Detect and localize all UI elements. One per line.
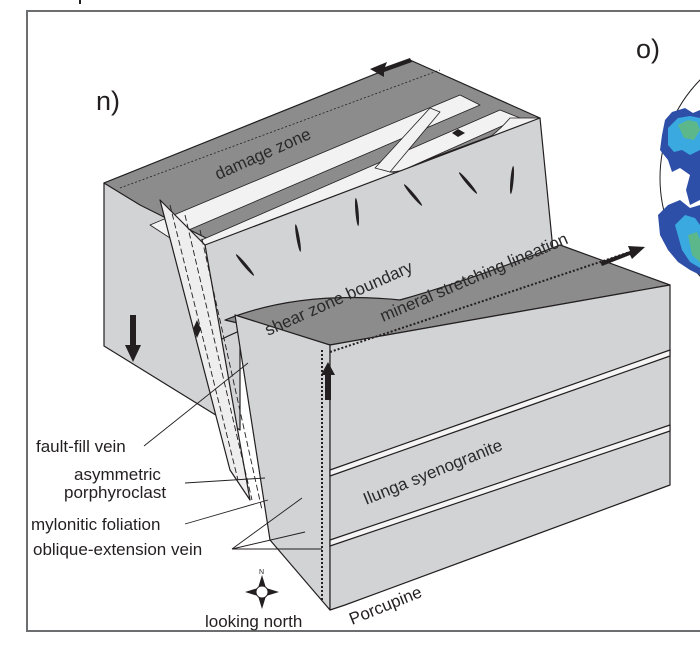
lineation-mark [235, 254, 255, 276]
callout-fault-fill-vein: fault-fill vein [36, 437, 126, 456]
lineation-mark [354, 198, 360, 226]
lineation-mark [403, 184, 423, 206]
callout-mylonitic-foliation: mylonitic foliation [31, 515, 160, 534]
joint-line-upper [329, 349, 671, 477]
joint-line-lower [329, 424, 671, 547]
lineation-mark [458, 172, 478, 194]
up-arrow [321, 362, 335, 400]
left-arrow [370, 58, 412, 77]
panel-label-n: n) [96, 86, 120, 116]
top-vein-branch [374, 107, 441, 173]
stereonet-contour-upper-level3 [678, 120, 700, 140]
panel-label-o: o) [636, 34, 660, 64]
shear-dash-1 [169, 204, 239, 481]
callout-asymmetric: asymmetric [74, 465, 161, 484]
compass-center [255, 585, 269, 599]
top-vein-1 [149, 94, 481, 239]
stereonet-contour-lower-level3 [688, 232, 700, 262]
stretching-lineation-marks [235, 166, 515, 276]
leader-oblique-vein-1 [231, 497, 303, 550]
lineation-mark [509, 166, 515, 194]
block-diagram [103, 58, 671, 611]
damage-zone-dashed-line [119, 69, 441, 189]
left-porphyroclast [193, 320, 201, 338]
right-arrow [600, 246, 645, 266]
callout-oblique-extension-vein: oblique-extension vein [33, 540, 202, 559]
leader-mylonitic-foliation [184, 499, 269, 525]
shear-zone-band [159, 199, 251, 501]
compass-north-letter: N [259, 569, 264, 576]
lineation-dotted-line [329, 246, 646, 353]
lower-block-front-face [329, 284, 671, 611]
callout-porphyroclast: porphyroclast [64, 483, 166, 502]
lineation-mark [295, 224, 301, 252]
stereonet [658, 79, 700, 277]
compass-rose [245, 575, 279, 609]
callouts [143, 362, 322, 550]
shear-dash-2 [184, 214, 253, 501]
down-arrow [125, 315, 141, 362]
compass-caption: looking north [205, 612, 302, 631]
leader-oblique-vein-2 [231, 531, 306, 550]
leader-porphyroclast [184, 477, 266, 484]
shear-dash-3 [199, 229, 263, 511]
lower-block-top [224, 244, 671, 346]
top-porphyroclast [452, 129, 465, 137]
leader-fault-fill-vein [143, 362, 249, 447]
